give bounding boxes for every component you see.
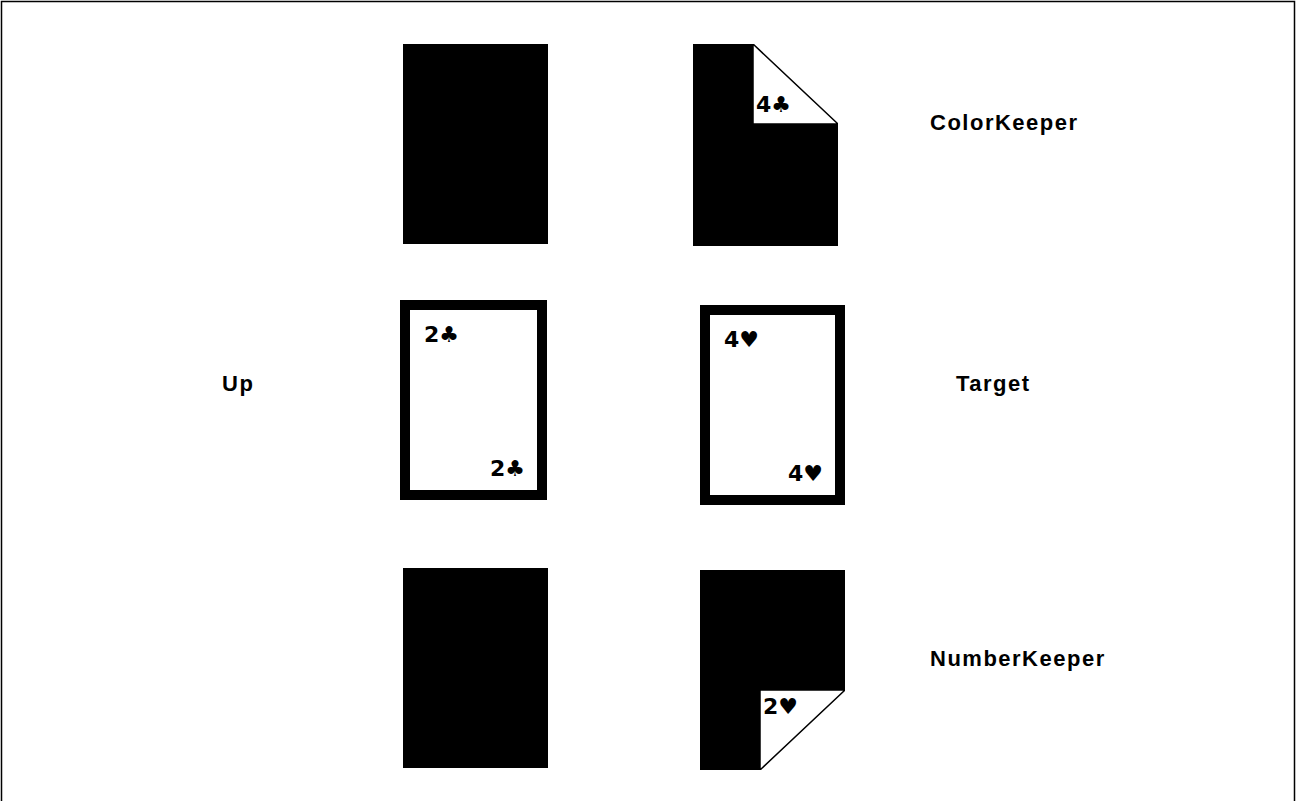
card-shape [700,570,845,770]
folded-card: 2♥ [700,570,845,770]
row-label: Target [956,373,1031,395]
folded-card: 4♣ [693,44,838,246]
card-index: 2♥ [763,696,798,718]
card-back [693,44,838,246]
folded-corner [760,690,845,770]
card-index: 4♥ [788,463,823,485]
row-label: ColorKeeper [930,112,1079,134]
direction-label: Up [222,373,254,395]
card-shape [693,44,838,246]
row-label: NumberKeeper [930,648,1106,670]
card-index: 4♥ [724,329,759,351]
face-down-card [403,44,548,244]
face-up-card: 2♣ 2♣ [400,300,547,500]
card-back [700,570,845,770]
card-index: 2♣ [490,458,525,480]
folded-corner [753,44,838,124]
face-down-card [403,568,548,768]
card-index: 2♣ [424,324,459,346]
card-index: 4♣ [756,94,791,116]
face-up-card: 4♥ 4♥ [700,305,845,505]
